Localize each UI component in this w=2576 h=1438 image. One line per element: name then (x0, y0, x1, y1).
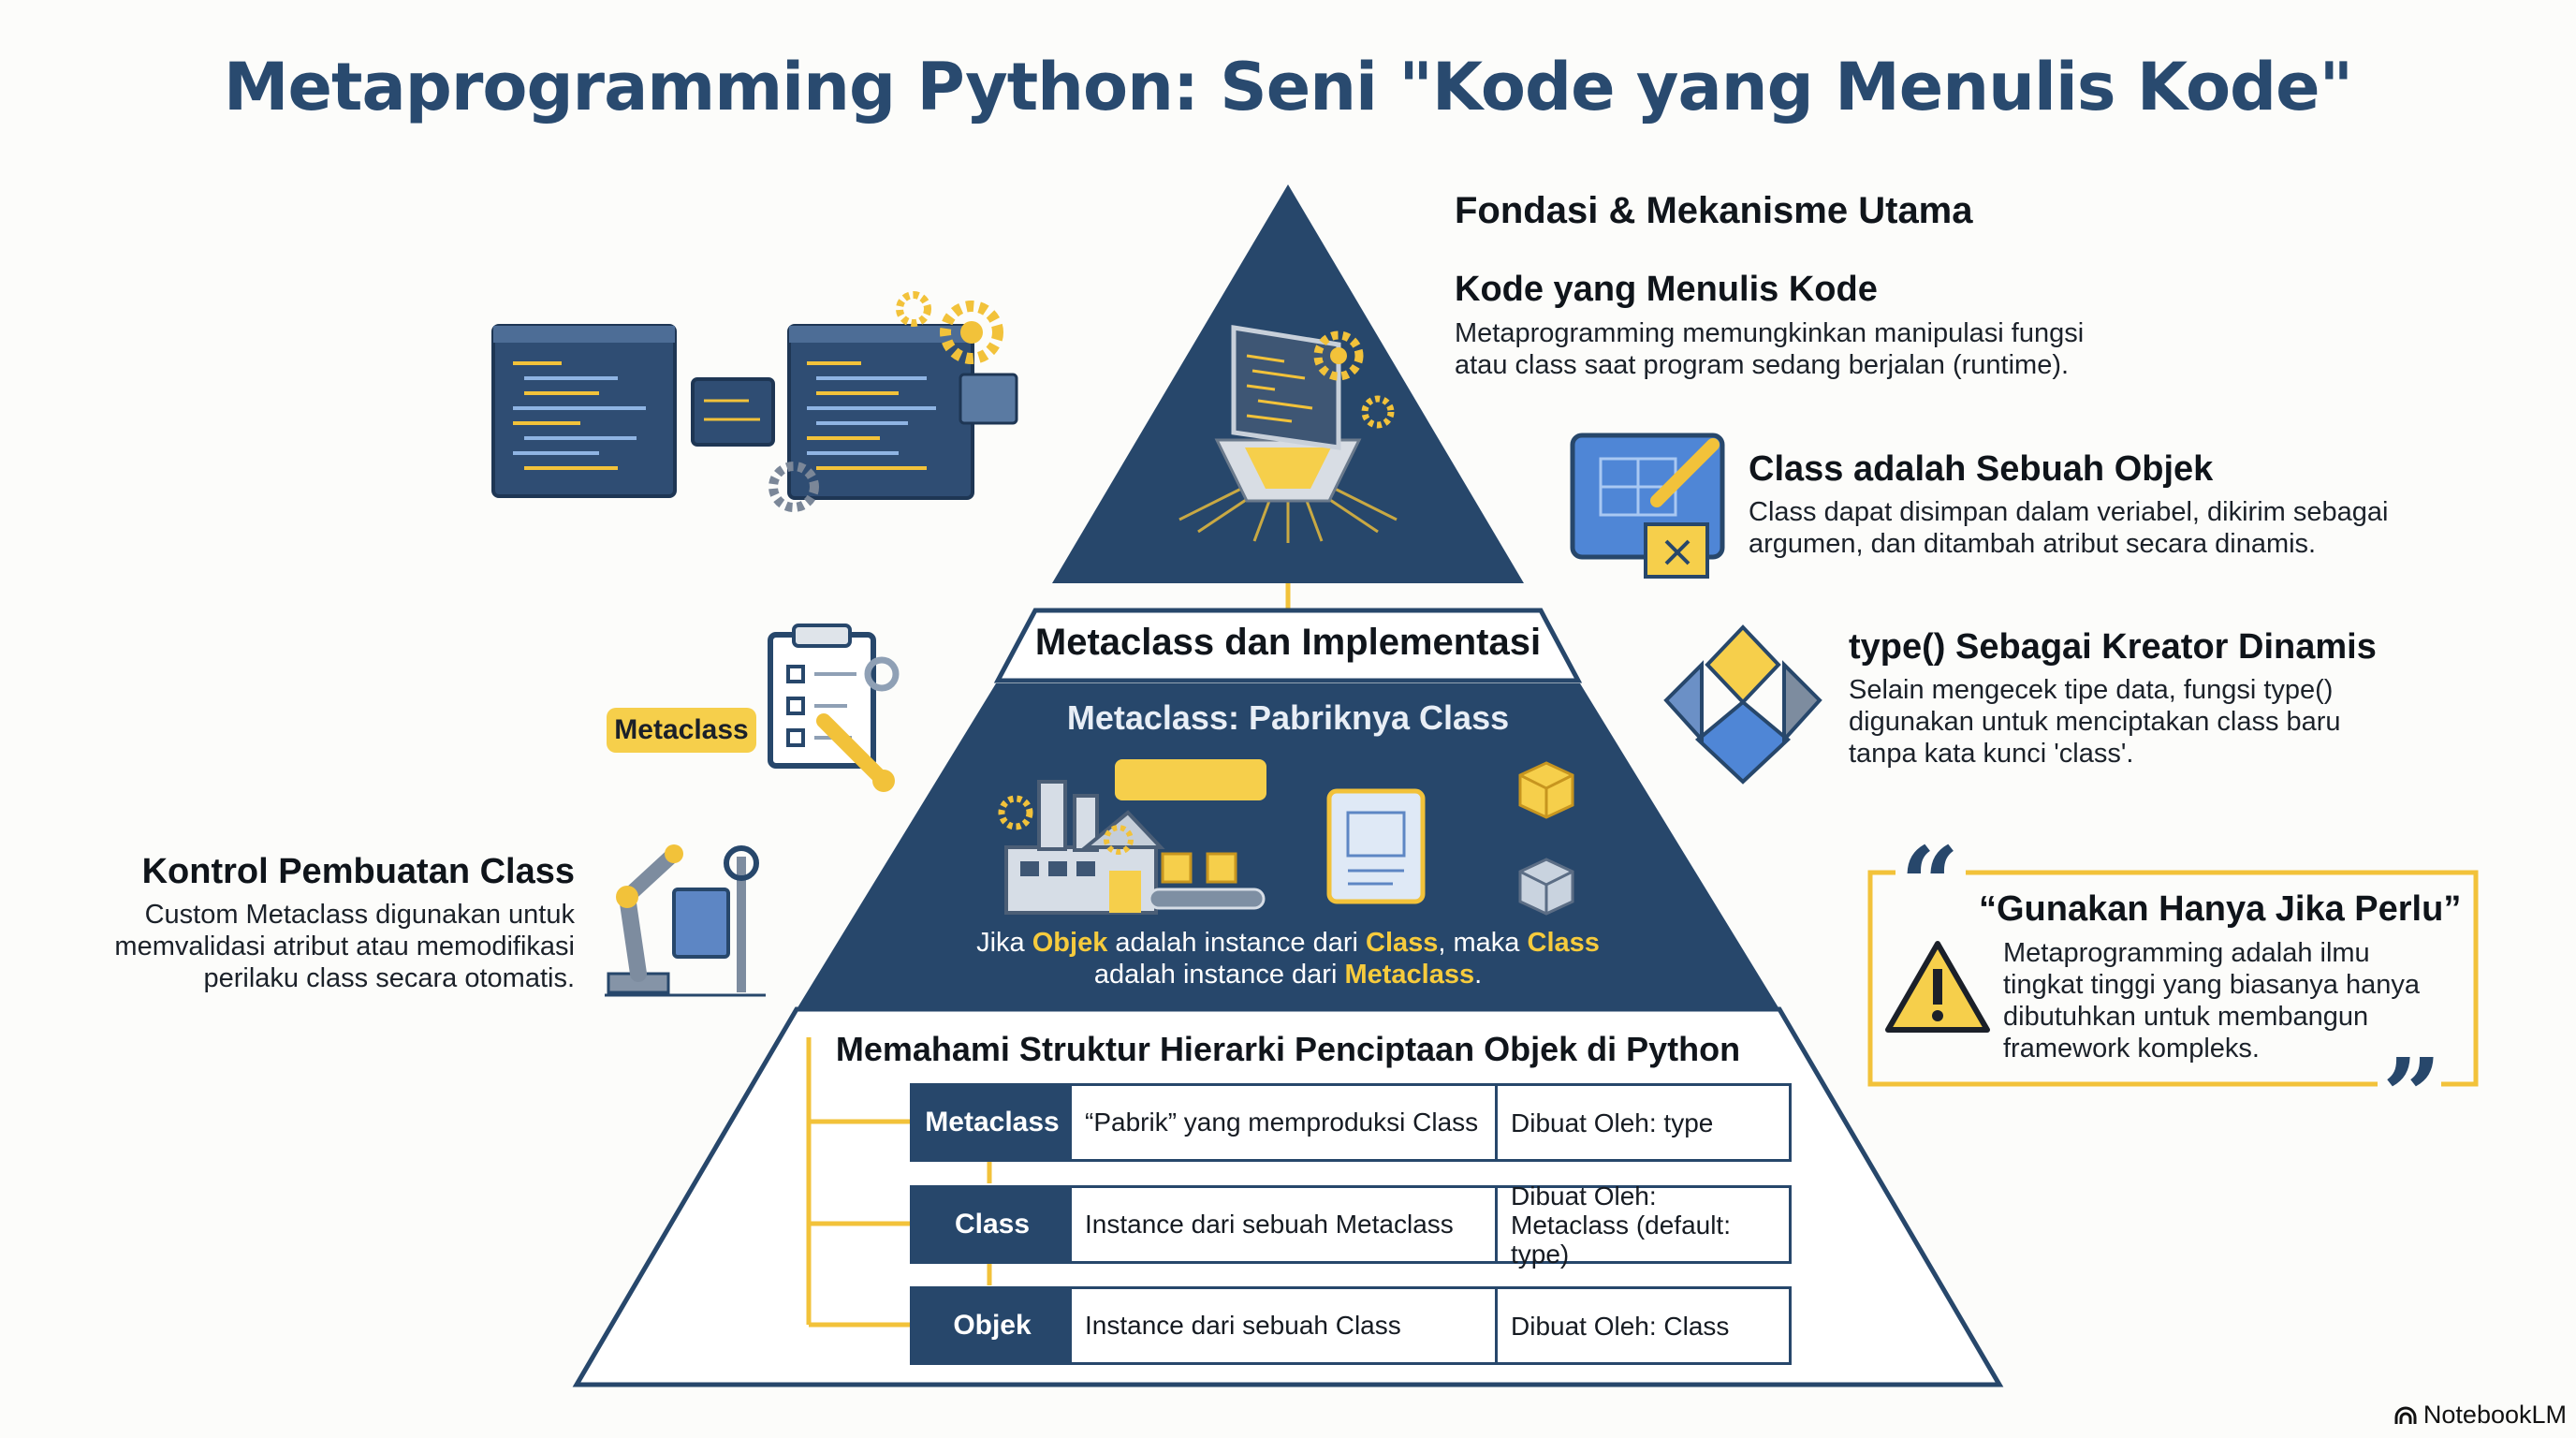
quote-title: “Gunakan Hanya Jika Perlu” (1979, 889, 2462, 929)
computer-chip-icon (1178, 325, 1398, 543)
brand-label: NotebookLM (2422, 1401, 2567, 1429)
table-row: Objek Instance dari sebuah Class Dibuat … (910, 1286, 1792, 1365)
caption-objek: Objek (1032, 928, 1108, 958)
code-writes-code-title: Kode yang Menulis Kode (1455, 270, 1878, 309)
row-name: Class (913, 1188, 1072, 1261)
metaclass-caption: Jika Objek adalah instance dari Class, m… (842, 927, 1734, 990)
hierarchy-bracket (806, 1037, 992, 1328)
cube-icon-blue (1518, 858, 1574, 916)
factory-icon (998, 780, 1266, 915)
middle-header-band (993, 608, 1583, 683)
row-description: “Pabrik” yang memproduksi Class (1072, 1086, 1498, 1159)
row-description: Instance dari sebuah Class (1072, 1289, 1498, 1362)
table-row: Metaclass “Pabrik” yang memproduksi Clas… (910, 1083, 1792, 1162)
quote-line4: framework kompleks. (2003, 1034, 2260, 1064)
highlight-bar (1115, 759, 1266, 800)
control-line1: Custom Metaclass digunakan untuk (144, 900, 575, 930)
middle-tier-subtitle: Metaclass: Pabriknya Class (1066, 698, 1510, 737)
table-row: Class Instance dari sebuah Metaclass Dib… (910, 1181, 1792, 1269)
warning-icon (1885, 941, 1990, 1033)
quote-line2: tingkat tinggi yang biasanya hanya (2003, 970, 2420, 1000)
clipboard-wrench-icon (768, 624, 900, 792)
caption-class-1: Class (1366, 928, 1439, 958)
row-name: Objek (913, 1289, 1072, 1362)
quote-box-frame (1867, 870, 2479, 1087)
caption-part-5: , maka (1438, 928, 1528, 958)
caption-metaclass: Metaclass (1344, 960, 1475, 990)
row-description: Instance dari sebuah Metaclass (1072, 1188, 1498, 1261)
quote-line1: Metaprogramming adalah ilmu (2003, 938, 2370, 968)
control-title: Kontrol Pembuatan Class (141, 852, 575, 891)
bottom-tier-title: Memahami Struktur Hierarki Penciptaan Ob… (835, 1030, 1741, 1068)
quote-line3: dibutuhkan untuk membangun (2003, 1002, 2369, 1032)
section-heading-foundation: Fondasi & Mekanisme Utama (1455, 190, 1973, 231)
page-title: Metaprogramming Python: Seni "Kode yang … (223, 49, 2353, 125)
quote-close-mark: ” (2382, 1035, 2442, 1156)
type-creator-line1: Selain mengecek tipe data, fungsi type() (1849, 675, 2334, 705)
class-is-object-title: Class adalah Sebuah Objek (1749, 449, 2214, 489)
middle-tier-header: Metaclass dan Implementasi (1034, 622, 1542, 663)
caption-part-7: adalah instance dari (1093, 960, 1345, 990)
code-writes-code-line2: atau class saat program sedang berjalan … (1455, 350, 2070, 380)
metaclass-badge: Metaclass (607, 708, 756, 753)
row-made-by: Dibuat Oleh: type (1511, 1108, 1714, 1137)
blueprint-scroll-icon (1326, 788, 1426, 904)
row-name: Metaclass (913, 1086, 1072, 1159)
control-line3: perilaku class secara otomatis. (203, 963, 576, 993)
type-creator-line2: digunakan untuk menciptakan class baru (1849, 707, 2341, 737)
class-is-object-line2: argumen, dan ditambah atribut secara din… (1749, 529, 2317, 559)
quote-open-mark: “ (1900, 824, 1960, 945)
pyramid-middle-tier (797, 683, 1779, 1009)
class-is-object-line1: Class dapat disimpan dalam veriabel, dik… (1749, 497, 2389, 527)
type-transform-icon (1663, 624, 1822, 785)
caption-part-9: . (1474, 960, 1483, 990)
notebooklm-logo-icon (2394, 1406, 2417, 1424)
caption-class-2: Class (1527, 928, 1600, 958)
cube-icon-gold (1518, 761, 1574, 819)
brand-watermark: NotebookLM (2393, 1401, 2567, 1430)
caption-part-3: adalah instance dari (1107, 928, 1367, 958)
code-writes-code-line1: Metaprogramming memungkinkan manipulasi … (1455, 318, 2085, 348)
row-made-by: Dibuat Oleh: Metaclass (default: type) (1511, 1181, 1731, 1269)
caption-part-1: Jika (976, 928, 1032, 958)
control-line2: memvalidasi atribut atau memodifikasi (114, 932, 575, 961)
blueprint-pencil-icon (1570, 433, 1725, 579)
type-creator-title: type() Sebagai Kreator Dinamis (1849, 627, 2377, 667)
code-windows-icon (491, 291, 1018, 512)
row-made-by: Dibuat Oleh: Class (1511, 1311, 1730, 1341)
type-creator-line3: tanpa kata kunci 'class'. (1849, 739, 2134, 769)
robot-arm-icon (605, 844, 766, 997)
